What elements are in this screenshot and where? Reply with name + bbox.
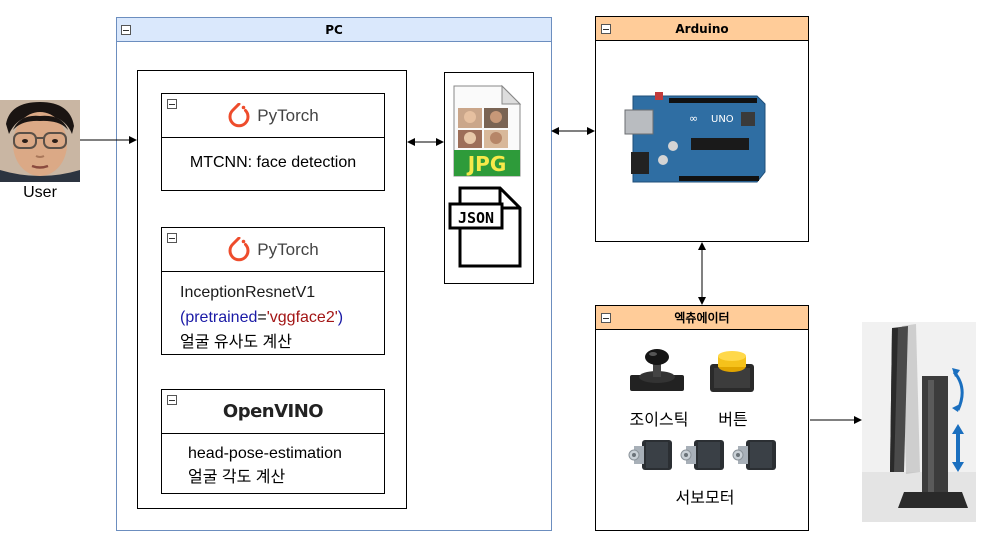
actuator-collapse-icon[interactable] [601, 313, 611, 323]
card2-header: PyTorch [162, 228, 384, 272]
pc-title: PC [325, 23, 343, 37]
button-label: 버튼 [718, 412, 748, 429]
card2-body: InceptionResnetV1 (pretrained='vggface2'… [180, 280, 384, 355]
servo-label: 서보모터 [675, 490, 735, 507]
joystick-label: 조이스틱 [629, 412, 689, 429]
pc-collapse-icon[interactable] [121, 25, 131, 35]
card1-header: PyTorch [162, 94, 384, 138]
pytorch-card-1: PyTorch MTCNN: face detection [161, 93, 385, 191]
card3-body: head-pose-estimation 얼굴 각도 계산 [188, 442, 384, 490]
jpg-label: JPG [466, 152, 507, 176]
pytorch-logo-icon [228, 236, 250, 261]
json-label: JSON [458, 209, 494, 227]
card2-collapse-icon[interactable] [167, 233, 177, 243]
card3-header: OpenVINO [162, 390, 384, 434]
arduino-board-text: UNO [711, 114, 734, 125]
push-button-icon [710, 351, 754, 392]
pytorch-logo-icon [228, 102, 250, 127]
servo-motor-icon [680, 440, 724, 470]
card2-line1: InceptionResnetV1 [180, 284, 316, 301]
pytorch-card-2: PyTorch InceptionResnetV1 (pretrained='v… [161, 227, 385, 355]
actuator-title: 엑츄에이터 [674, 311, 730, 325]
openvino-card: OpenVINO head-pose-estimation 얼굴 각도 계산 [161, 389, 385, 494]
arduino-board-icon: ∞ UNO [624, 92, 766, 183]
user-label: User [23, 184, 57, 201]
joystick-icon [630, 349, 684, 391]
jpg-file-icon: JPG [453, 84, 522, 177]
card3-collapse-icon[interactable] [167, 395, 177, 405]
card2-line3: 얼굴 유사도 계산 [180, 334, 292, 351]
arduino-header: Arduino [596, 17, 808, 41]
card3-line1: head-pose-estimation [188, 445, 342, 462]
svg-text:∞: ∞ [689, 112, 698, 125]
card2-brand: PyTorch [257, 239, 319, 259]
json-file-icon: JSON [448, 186, 522, 268]
pc-inner-box [137, 70, 407, 509]
openvino-brand: OpenVINO [222, 401, 324, 422]
card1-collapse-icon[interactable] [167, 99, 177, 109]
card1-line1: MTCNN: face detection [189, 154, 357, 171]
card1-body: MTCNN: face detection [162, 154, 384, 172]
servo-motor-icon [628, 440, 672, 470]
monitor-stand-image [862, 322, 976, 522]
card1-brand: PyTorch [257, 105, 319, 125]
servo-motor-icon [732, 440, 776, 470]
actuator-group: 엑츄에이터 [595, 305, 809, 531]
card2-line2: (pretrained='vggface2') [180, 309, 344, 326]
user-photo [0, 100, 80, 182]
card3-line2: 얼굴 각도 계산 [188, 469, 286, 486]
pc-header: PC [117, 18, 551, 42]
arduino-collapse-icon[interactable] [601, 24, 611, 34]
actuator-header: 엑츄에이터 [596, 306, 808, 330]
arduino-title: Arduino [675, 22, 729, 36]
